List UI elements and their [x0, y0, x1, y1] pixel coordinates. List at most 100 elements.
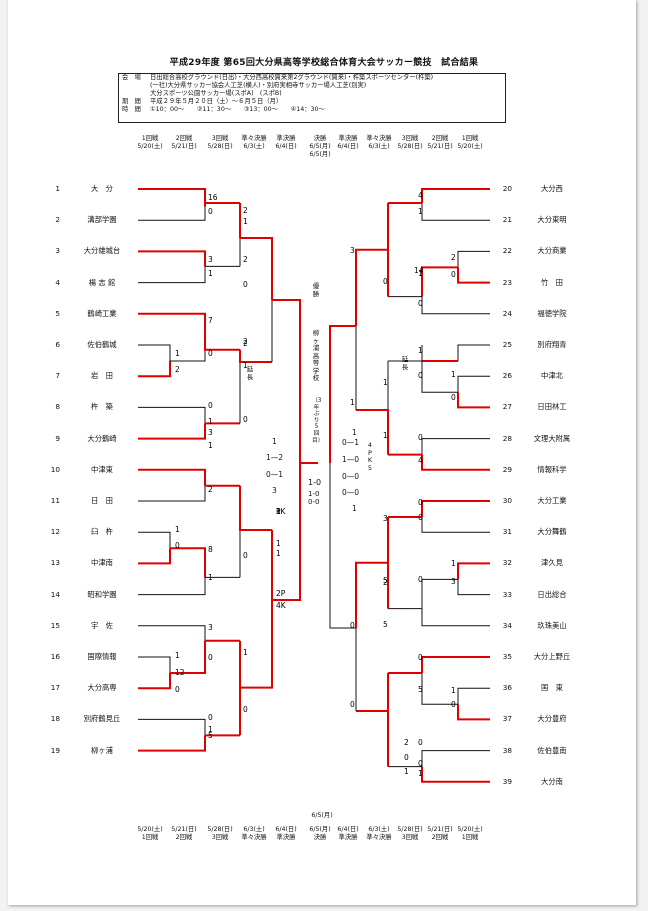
team-name: 宇 佐: [91, 620, 113, 630]
score: 3: [383, 514, 388, 523]
score: 1: [208, 725, 213, 734]
winner-path: [457, 562, 490, 580]
info-row: 期 間平成２９年５月２０日（土）～６月５日（月）: [122, 98, 502, 106]
schedule-date: 5/21(日): [171, 143, 197, 150]
score: 5: [208, 731, 213, 740]
left-pk-detail: 1: [272, 437, 277, 446]
schedule-round: 3回戦: [401, 834, 419, 841]
team-name: 柳ヶ浦: [91, 745, 113, 755]
team-name: 大分高専: [87, 683, 117, 693]
score: 5: [418, 685, 423, 694]
team-name: 臼 杵: [91, 527, 113, 537]
bracket-line: [138, 718, 206, 736]
winner-path: [138, 188, 206, 205]
schedule-date: 5/21(日): [427, 826, 453, 833]
score: 0: [243, 705, 248, 714]
bracket-line: [138, 656, 171, 673]
team-number: 15: [50, 620, 60, 630]
score: 8: [208, 545, 213, 554]
score: 4K: [276, 601, 287, 610]
winner-path: [329, 325, 356, 463]
score: 0: [418, 433, 423, 442]
team-name: 大分舞鶴: [537, 527, 567, 537]
team-name: 大分雄城台: [83, 246, 121, 256]
schedule-date: 6/5(月): [309, 826, 331, 833]
team-number: 6: [55, 340, 60, 349]
left-pk-detail: 3: [272, 486, 277, 495]
winner-path: [138, 312, 206, 334]
schedule-date: 5/20(土): [137, 143, 163, 150]
team-name: 別府鶴見丘: [83, 714, 121, 724]
team-number: 14: [50, 589, 60, 599]
team-name: 大分工業: [537, 496, 567, 505]
winner-path: [170, 640, 206, 674]
score: 1: [451, 370, 456, 379]
schedule-cell: 5/20(土)1回戦: [457, 826, 482, 842]
schedule-round: 準決勝: [338, 135, 358, 142]
schedule-round: 2回戦: [431, 135, 449, 142]
winner-path: [138, 673, 171, 690]
winner-school: 柳ヶ浦高等学校: [312, 329, 320, 382]
score: 1: [243, 648, 248, 657]
schedule-round: 準決勝: [338, 834, 358, 841]
team-name: 別府翔青: [537, 340, 567, 349]
score: 0: [175, 685, 180, 694]
score: 1: [404, 767, 409, 776]
team-name: 中津北: [541, 371, 563, 381]
team-name: 溝部学園: [87, 215, 117, 225]
team-name: 大分上野丘: [533, 652, 571, 661]
team-number: 37: [502, 714, 512, 724]
team-name: 情報科学: [537, 464, 567, 474]
score: 0: [418, 371, 423, 380]
team-number: 2: [55, 215, 60, 225]
score: 0: [208, 207, 213, 216]
bracket-line: [457, 579, 490, 596]
schedule-date: 6/4(日): [337, 826, 359, 833]
winner-path: [138, 468, 206, 486]
schedule-cell: 5/28(日)3回戦: [207, 826, 232, 842]
team-name: 日田林工: [537, 402, 567, 412]
schedule-round: 準決勝: [276, 834, 296, 841]
winner-path: [240, 600, 273, 689]
final-detail-1: 1-0: [308, 490, 320, 498]
schedule-round: 3回戦: [211, 834, 229, 841]
team-number: 38: [502, 745, 512, 755]
team-name: 大 分: [91, 184, 113, 193]
score: 1: [175, 525, 180, 534]
winner-path: [138, 735, 206, 752]
team-number: 3: [55, 246, 60, 256]
team-name: 鶴崎工業: [87, 308, 117, 318]
team-name: 国 東: [541, 683, 563, 693]
page-title: 平成29年度 第65回大分県高等学校総合体育大会サッカー競技 試合結果: [169, 58, 479, 68]
team-number: 31: [502, 527, 512, 537]
team-number: 11: [50, 496, 60, 505]
score: 1: [418, 769, 423, 778]
score: 2: [175, 365, 180, 374]
team-name: 日出総合: [537, 589, 567, 599]
team-name: 福徳学院: [537, 308, 567, 318]
schedule-round: 準々決勝: [241, 135, 267, 142]
bracket-sheet: [8, 0, 636, 905]
bracket-line: [457, 375, 490, 393]
info-row: 会 場日出総合高校グラウンド(日出)・大分西高校賀来第2グラウンド(賀来)・杵築…: [122, 74, 502, 82]
schedule-date: 6/4(日): [337, 143, 359, 150]
score: 1: [451, 686, 456, 695]
team-number: 4: [55, 277, 60, 287]
left-pk-detail: 0—1: [266, 470, 284, 479]
schedule-cell: 6/5(月)決勝: [309, 826, 330, 842]
right-pk-detail: 1: [352, 504, 357, 513]
schedule-round: 決勝: [313, 135, 327, 142]
team-number: 1: [55, 184, 60, 193]
info-key: 期 間: [122, 98, 141, 105]
schedule-date: 6/3(土): [243, 826, 265, 833]
score: 1: [418, 207, 423, 216]
team-number: 25: [502, 340, 512, 349]
winner-path: [240, 237, 273, 300]
team-number: 20: [502, 184, 512, 193]
team-name: 文理大附属: [533, 433, 571, 443]
bracket-line: [421, 438, 490, 455]
